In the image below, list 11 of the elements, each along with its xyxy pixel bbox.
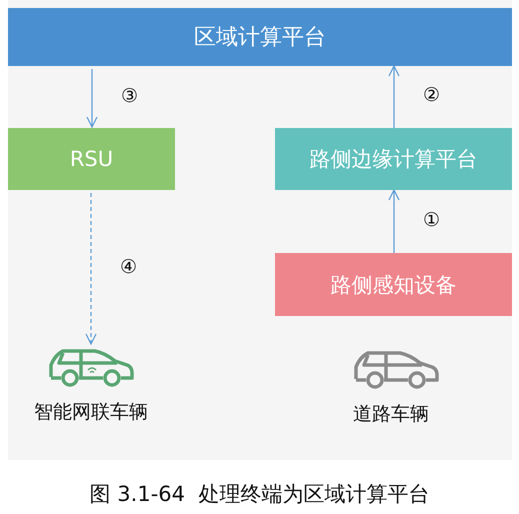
edge-platform-box: 路侧边缘计算平台 [275,128,512,190]
vehicle-label: 道路车辆 [352,402,430,427]
arrow [388,189,400,253]
vehicle-label: 智能网联车辆 [33,400,149,425]
platform-box: 区域计算平台 [8,8,512,66]
arrow [85,193,97,345]
arrow [86,69,98,128]
arrow [388,65,400,128]
sensor-box: 路侧感知设备 [275,253,512,316]
caption: 图 3.1-64 处理终端为区域计算平台 [88,481,430,508]
rsu-box: RSU [8,128,175,190]
